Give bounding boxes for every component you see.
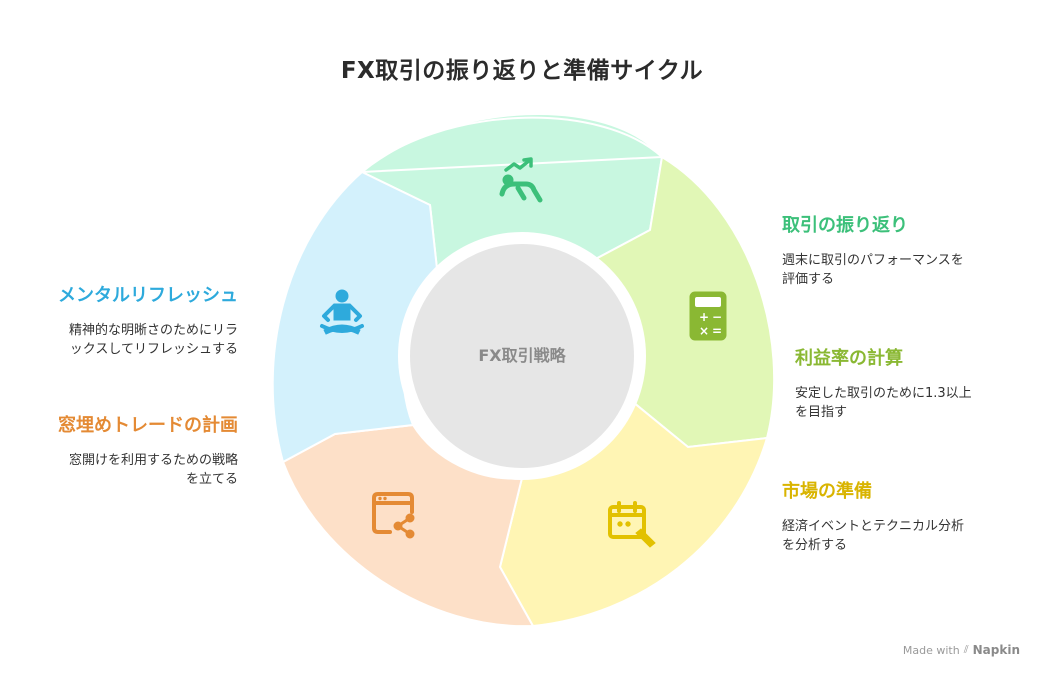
item-plan: 窓埋めトレードの計画 窓開けを利用するための戦略を立てる xyxy=(18,411,238,489)
hub-label: FX取引戦略 xyxy=(478,346,566,365)
svg-text:+: + xyxy=(699,310,709,324)
item-market-desc: 経済イベントとテクニカル分析を分析する xyxy=(782,519,965,553)
item-market-head: 市場の準備 xyxy=(782,481,872,502)
item-plan-desc: 窓開けを利用するための戦略を立てる xyxy=(68,453,238,487)
item-review-desc: 週末に取引のパフォーマンスを評価する xyxy=(782,253,964,287)
calculator-icon: + − × = xyxy=(689,291,727,341)
item-refresh: メンタルリフレッシュ 精神的な明晰さのためにリラックスしてリフレッシュする xyxy=(18,281,238,359)
item-review: 取引の振り返り 週末に取引のパフォーマンスを評価する xyxy=(782,211,1022,289)
item-profit: 利益率の計算 安定した取引のために1.3以上を目指す xyxy=(795,344,1025,422)
svg-text:=: = xyxy=(712,324,722,338)
made-with-text: Made with xyxy=(902,643,960,657)
trend-person-icon xyxy=(499,157,543,203)
svg-text:−: − xyxy=(712,310,722,324)
hub-circle xyxy=(410,244,634,468)
calendar-edit-icon xyxy=(608,501,656,548)
meditation-icon xyxy=(320,289,364,335)
share-window-icon xyxy=(372,492,415,539)
diagram-title: FX取引の振り返りと準備サイクル xyxy=(340,58,704,84)
item-market: 市場の準備 経済イベントとテクニカル分析を分析する xyxy=(782,477,1022,555)
item-profit-desc: 安定した取引のために1.3以上を目指す xyxy=(795,386,972,420)
item-profit-head: 利益率の計算 xyxy=(795,348,903,369)
brand-name: Napkin xyxy=(972,643,1020,657)
item-review-head: 取引の振り返り xyxy=(782,215,908,236)
napkin-logo-icon: ⫽ xyxy=(963,643,969,656)
item-refresh-head: メンタルリフレッシュ xyxy=(58,285,238,306)
item-refresh-desc: 精神的な明晰さのためにリラックスしてリフレッシュする xyxy=(68,323,238,357)
segment-plan xyxy=(281,423,535,628)
svg-text:×: × xyxy=(699,324,709,338)
footer-attribution[interactable]: Made with ⫽ Napkin xyxy=(903,643,1020,657)
item-plan-head: 窓埋めトレードの計画 xyxy=(58,415,238,436)
